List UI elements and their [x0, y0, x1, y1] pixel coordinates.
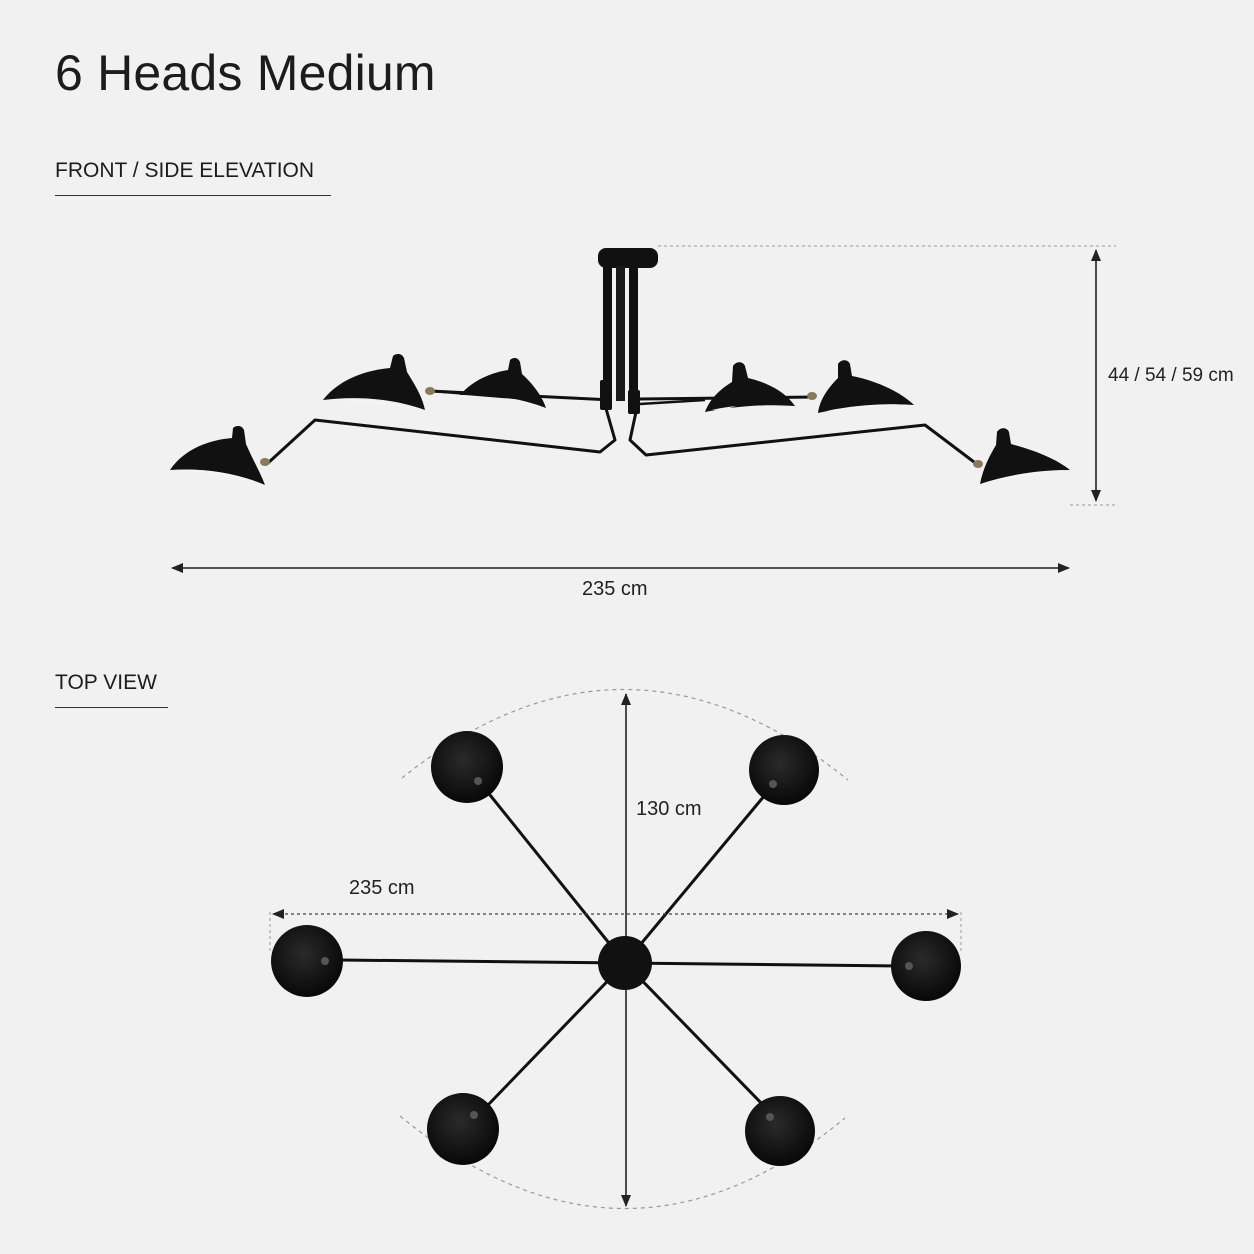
top-view-drawing	[269, 688, 962, 1210]
section-label-top-view: TOP VIEW	[55, 671, 168, 708]
front-width-label: 235 cm	[582, 578, 648, 600]
lamp-shade-icon	[170, 353, 1070, 485]
front-height-label: 44 / 54 / 59 cm	[1108, 365, 1234, 386]
section-label-front-elevation: FRONT / SIDE ELEVATION	[55, 159, 331, 196]
center-hub-icon	[598, 936, 652, 990]
front-elevation-drawing	[170, 245, 1116, 573]
top-view-shade-icon	[271, 731, 961, 1166]
arm-right-outer	[628, 411, 979, 467]
top-height-label: 130 cm	[636, 798, 702, 820]
arm-left-outer	[266, 404, 617, 465]
top-width-label: 235 cm	[349, 877, 415, 899]
top-arms	[338, 793, 900, 1109]
ceiling-canopy-icon	[598, 248, 658, 414]
page-title: 6 Heads Medium	[55, 45, 436, 101]
arm-right-inner	[639, 398, 706, 406]
front-joints	[260, 387, 983, 468]
